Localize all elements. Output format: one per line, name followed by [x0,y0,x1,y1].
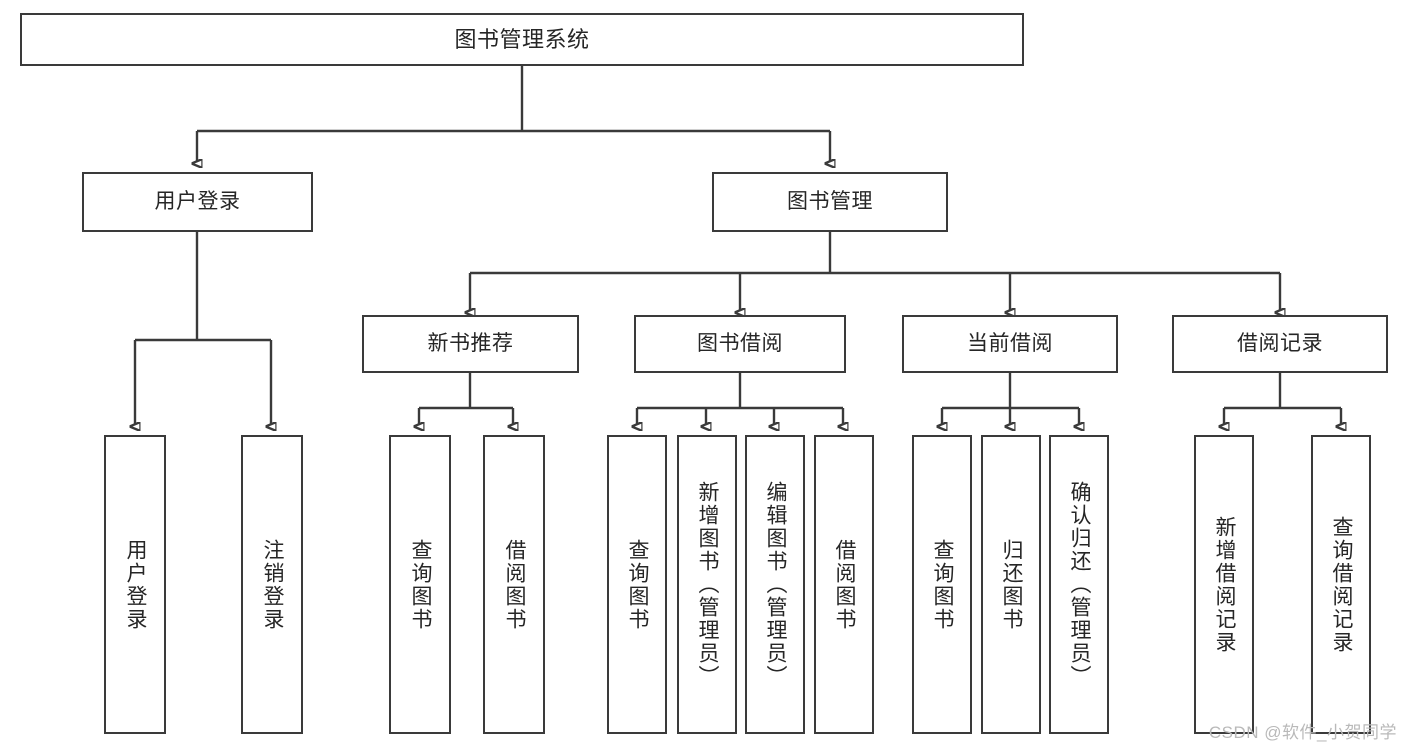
node-leaf-edit-book[interactable]: 编辑图书（管理员） [745,435,805,734]
node-borrow-record[interactable]: 借阅记录 [1172,315,1388,373]
node-leaf-return-book[interactable]: 归还图书 [981,435,1041,734]
node-current-borrow[interactable]: 当前借阅 [902,315,1118,373]
node-user-login[interactable]: 用户登录 [82,172,313,232]
node-leaf-query-record[interactable]: 查询借阅记录 [1311,435,1371,734]
node-leaf-add-record-label: 新增借阅记录 [1213,515,1237,654]
node-leaf-query-book-2-label: 查询图书 [626,538,650,631]
node-book-borrow-label: 图书借阅 [697,331,783,355]
node-leaf-confirm-return[interactable]: 确认归还（管理员） [1049,435,1109,734]
node-leaf-add-record[interactable]: 新增借阅记录 [1194,435,1254,734]
node-new-book-recommend[interactable]: 新书推荐 [362,315,579,373]
node-leaf-query-book-3[interactable]: 查询图书 [912,435,972,734]
node-book-borrow[interactable]: 图书借阅 [634,315,846,373]
node-leaf-query-record-label: 查询借阅记录 [1330,515,1354,654]
node-book-manage[interactable]: 图书管理 [712,172,948,232]
node-leaf-logout-login[interactable]: 注销登录 [241,435,303,734]
node-leaf-query-book-3-label: 查询图书 [931,538,955,631]
node-root-label: 图书管理系统 [454,26,590,52]
node-leaf-borrow-book-1[interactable]: 借阅图书 [483,435,545,734]
node-current-borrow-label: 当前借阅 [967,331,1053,355]
node-leaf-add-book-label: 新增图书（管理员） [696,481,720,688]
node-borrow-record-label: 借阅记录 [1237,331,1323,355]
node-leaf-borrow-book-1-label: 借阅图书 [503,538,527,631]
node-user-login-label: 用户登录 [154,189,241,213]
node-root[interactable]: 图书管理系统 [20,13,1024,66]
node-book-manage-label: 图书管理 [787,189,873,213]
node-leaf-user-login-label: 用户登录 [124,538,148,631]
node-leaf-borrow-book-2[interactable]: 借阅图书 [814,435,874,734]
node-leaf-add-book[interactable]: 新增图书（管理员） [677,435,737,734]
watermark: CSDN @软件_小贺同学 [1208,723,1397,742]
node-leaf-edit-book-label: 编辑图书（管理员） [764,481,788,688]
node-leaf-query-book-1-label: 查询图书 [409,538,433,631]
node-leaf-query-book-2[interactable]: 查询图书 [607,435,667,734]
node-leaf-return-book-label: 归还图书 [1000,538,1024,631]
node-leaf-user-login[interactable]: 用户登录 [104,435,166,734]
node-leaf-logout-login-label: 注销登录 [261,538,285,631]
node-leaf-query-book-1[interactable]: 查询图书 [389,435,451,734]
node-new-book-recommend-label: 新书推荐 [427,331,514,355]
node-leaf-confirm-return-label: 确认归还（管理员） [1068,481,1092,688]
node-leaf-borrow-book-2-label: 借阅图书 [833,538,857,631]
